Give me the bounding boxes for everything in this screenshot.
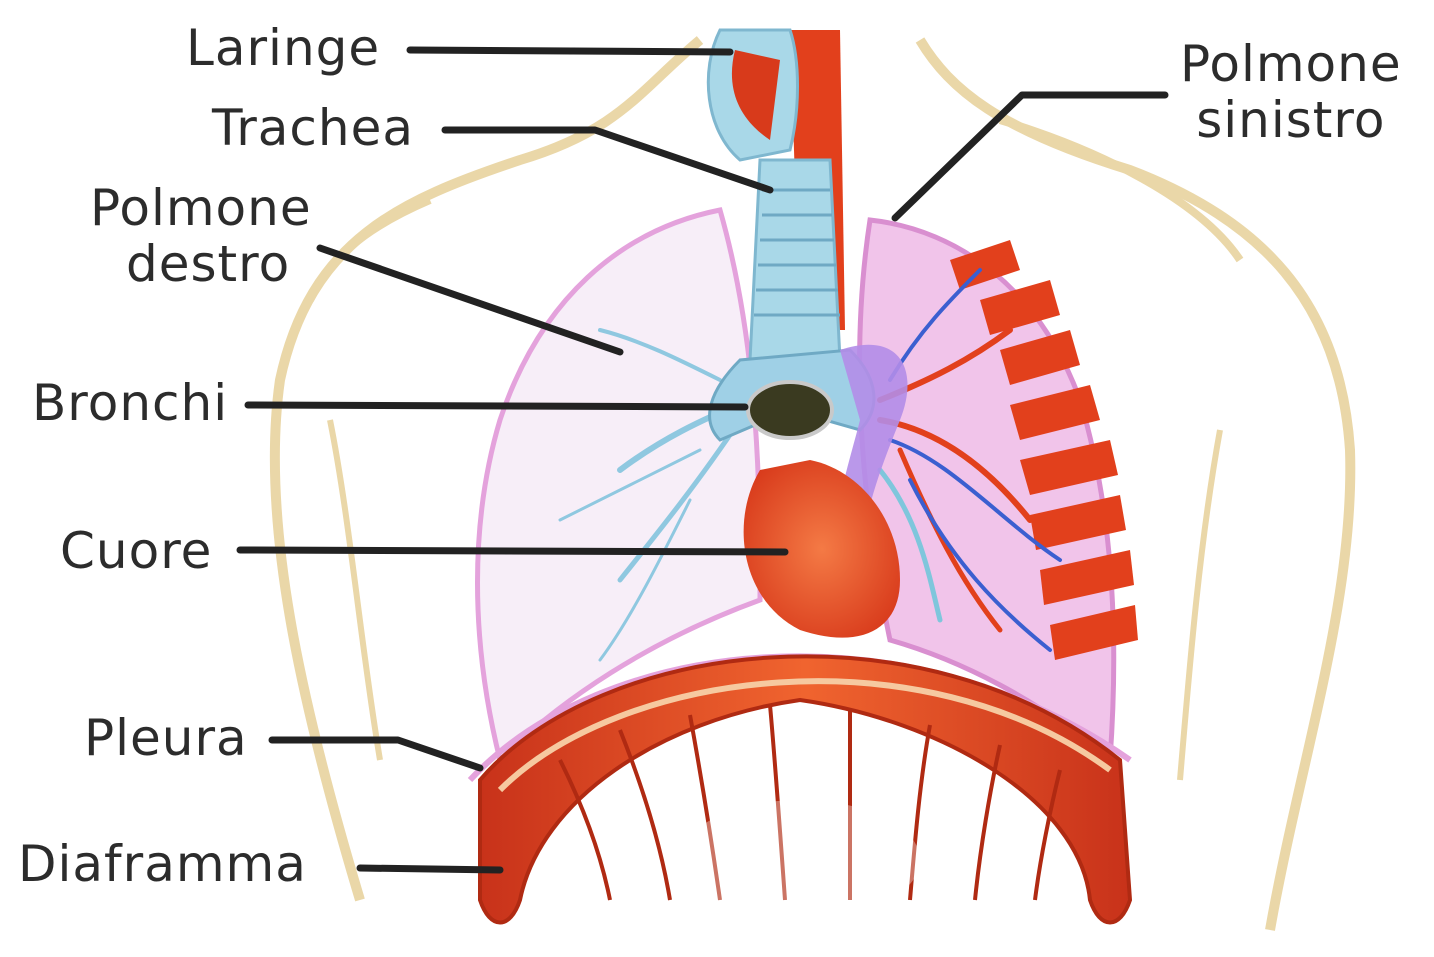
leader-bronchi xyxy=(248,405,745,407)
label-polmone-sinistro-line2: sinistro xyxy=(1180,92,1402,148)
leader-polmone-destro xyxy=(320,248,620,352)
label-polmone-destro-line2: destro xyxy=(90,236,312,292)
label-laringe: Laringe xyxy=(186,20,380,76)
label-pleura: Pleura xyxy=(84,710,248,766)
leader-cuore xyxy=(240,550,785,552)
leader-polmone-sinistro xyxy=(895,95,1165,218)
leader-pleura xyxy=(272,740,480,768)
label-polmone-sinistro: Polmone sinistro xyxy=(1180,36,1402,148)
label-polmone-destro: Polmone destro xyxy=(90,180,312,292)
leader-laringe xyxy=(410,50,730,52)
label-cuore: Cuore xyxy=(60,523,212,579)
label-bronchi: Bronchi xyxy=(32,375,228,431)
leader-diaframma xyxy=(360,868,500,870)
label-polmone-sinistro-line1: Polmone xyxy=(1180,36,1402,92)
label-diaframma: Diaframma xyxy=(18,836,307,892)
leader-trachea xyxy=(445,130,770,190)
label-trachea: Trachea xyxy=(212,100,414,156)
label-polmone-destro-line1: Polmone xyxy=(90,180,312,236)
